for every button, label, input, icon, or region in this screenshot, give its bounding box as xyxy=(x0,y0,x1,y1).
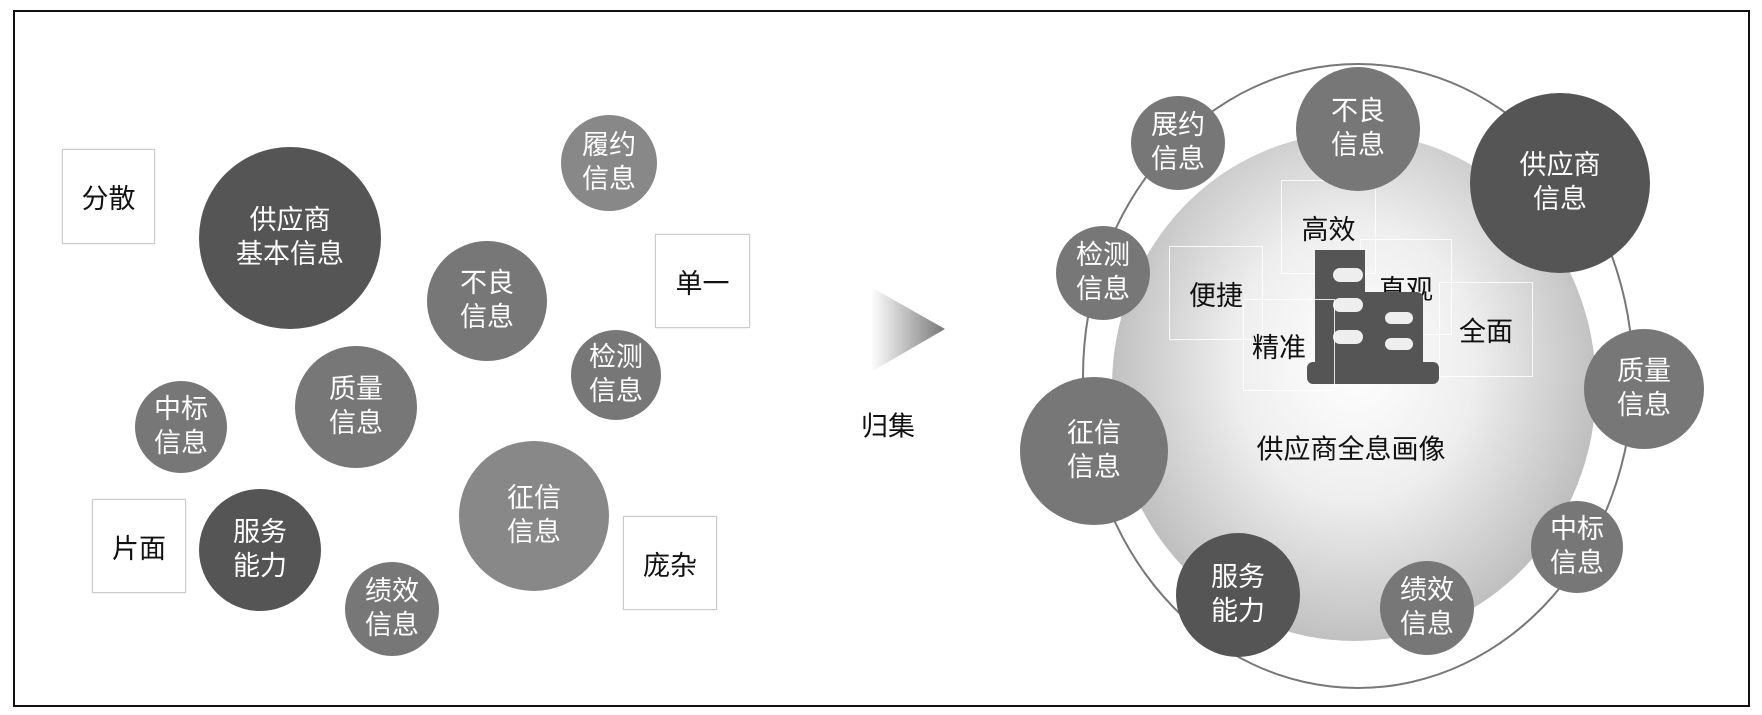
bubble-quality-info-right: 质量 信息 xyxy=(1584,329,1704,449)
bubble-fulfillment-info: 履约 信息 xyxy=(561,115,657,211)
bubble-inspection-info: 检测 信息 xyxy=(571,330,661,420)
bubble-supplier-info-right: 供应商 信息 xyxy=(1470,93,1650,273)
bubble-performance-info: 绩效 信息 xyxy=(345,562,439,656)
bubble-bid-info-right: 中标 信息 xyxy=(1531,501,1623,593)
quality-box-convenient: 便捷 xyxy=(1169,246,1263,340)
quality-box-comprehensive: 全面 xyxy=(1439,282,1533,377)
building-icon xyxy=(1307,250,1439,384)
bubble-inspection-info-right: 检测 信息 xyxy=(1056,226,1150,320)
bubble-supplier-basic-info: 供应商 基本信息 xyxy=(199,147,381,329)
bubble-credit-info: 征信 信息 xyxy=(459,441,609,591)
bubble-bid-info: 中标 信息 xyxy=(135,381,227,473)
bubble-credit-info-right: 征信 信息 xyxy=(1020,377,1168,525)
bubble-quality-info: 质量 信息 xyxy=(295,346,417,468)
frame-border xyxy=(13,10,1750,707)
label-box-partial: 片面 xyxy=(92,499,186,593)
center-label: 供应商全息画像 xyxy=(1256,434,1446,466)
bubble-service-capability-right: 服务 能力 xyxy=(1176,533,1300,657)
arrow-label: 归集 xyxy=(861,411,915,443)
label-box-single: 单一 xyxy=(655,234,750,328)
quality-box-precise: 精准 xyxy=(1243,299,1335,391)
bubble-fulfillment-info-right: 展约 信息 xyxy=(1131,96,1225,190)
bubble-service-capability: 服务 能力 xyxy=(199,489,321,611)
label-box-scattered: 分散 xyxy=(62,149,155,244)
bubble-defect-info-right: 不良 信息 xyxy=(1296,67,1420,191)
bubble-defect-info: 不良 信息 xyxy=(427,241,547,361)
bubble-performance-info-right: 绩效 信息 xyxy=(1380,561,1474,655)
label-box-cluttered: 庞杂 xyxy=(623,516,717,610)
arrow-right-icon xyxy=(871,287,945,372)
